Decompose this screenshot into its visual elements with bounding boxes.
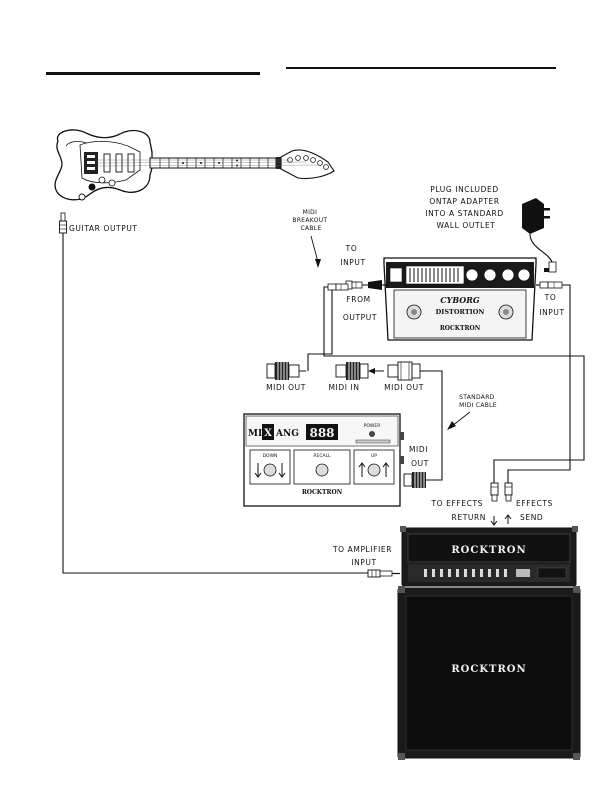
switcher-display: 888 [309, 426, 334, 440]
switcher-up-label: UP [371, 453, 377, 459]
switcher-brand: ROCKTRON [302, 489, 343, 496]
power-adapter [522, 198, 557, 273]
cable-pedal-to-return [323, 286, 585, 483]
return-send-arrows [490, 514, 512, 526]
pedal-brand: ROCKTRON [440, 325, 481, 332]
effects-send-plug [504, 482, 513, 502]
switcher-name-2: X [264, 428, 272, 439]
effects-send-label: EFFECTS SEND [516, 499, 556, 522]
to-input-label-top: TO INPUT [340, 244, 365, 267]
distortion-pedal: CYBORG DISTORTION ROCKTRON [383, 257, 537, 341]
from-output-label: FROM OUTPUT [343, 295, 377, 322]
cable-send-to-pedal [507, 284, 571, 483]
effects-return-plug [490, 482, 499, 502]
pedal-name: CYBORG [440, 295, 480, 305]
amp-brand: ROCKTRON [451, 545, 526, 556]
midi-out-label-right: MIDI OUT [384, 383, 424, 392]
switcher-power-label: POWER [364, 423, 381, 429]
switcher-name-3: ANG [275, 429, 299, 439]
cable-breakout [307, 290, 333, 371]
midi-breakout-arrow [310, 235, 321, 268]
header-rule-right [286, 67, 556, 69]
amplifier-head: ROCKTRON [400, 526, 578, 587]
to-effects-return-label: TO EFFECTS RETURN [430, 499, 486, 522]
header-rule-left [46, 72, 260, 75]
midi-out-label-left: MIDI OUT [266, 383, 306, 392]
pedal-right-input-plug [536, 281, 563, 289]
midi-in-connector [335, 362, 369, 380]
midi-in-label: MIDI IN [328, 383, 359, 392]
midi-out-connector-left [266, 362, 306, 380]
switcher-name-1: MI [248, 429, 262, 439]
guitar-output-plug [59, 212, 67, 234]
pedal-type: DISTORTION [436, 308, 485, 316]
pedal-output-plug [327, 283, 349, 291]
midi-switcher: MI X ANG 888 POWER DOWN RECALL UP ROCKTR… [243, 413, 404, 507]
to-amplifier-input-label: TO AMPLIFIER INPUT [332, 545, 395, 567]
to-input-label-right: TO INPUT [539, 293, 564, 317]
guitar-output-label: GUITAR OUTPUT [69, 224, 138, 233]
switcher-recall-label: RECALL [313, 453, 331, 459]
adapter-note-label: PLUG INCLUDED ONTAP ADAPTER INTO A STAND… [425, 185, 506, 230]
midi-direction-arrow [368, 368, 384, 374]
midi-out-label-pedal: MIDI OUT [409, 445, 431, 468]
cable-standard-midi [420, 370, 443, 481]
switcher-midi-out-connector [403, 472, 426, 488]
switcher-down-label: DOWN [263, 453, 278, 459]
cab-brand: ROCKTRON [451, 664, 526, 675]
cable-guitar-to-amp [62, 233, 368, 574]
standard-midi-cable-label: STANDARD MIDI CABLE [459, 394, 497, 409]
speaker-cabinet: ROCKTRON [397, 586, 581, 760]
midi-out-connector-right [387, 361, 421, 381]
pedal-input-plug [345, 280, 388, 290]
standard-midi-cable-arrow [447, 411, 471, 430]
amplifier-input-plug [367, 569, 400, 578]
electric-guitar [54, 129, 335, 201]
midi-breakout-label: MIDI BREAKOUT CABLE [292, 209, 329, 232]
